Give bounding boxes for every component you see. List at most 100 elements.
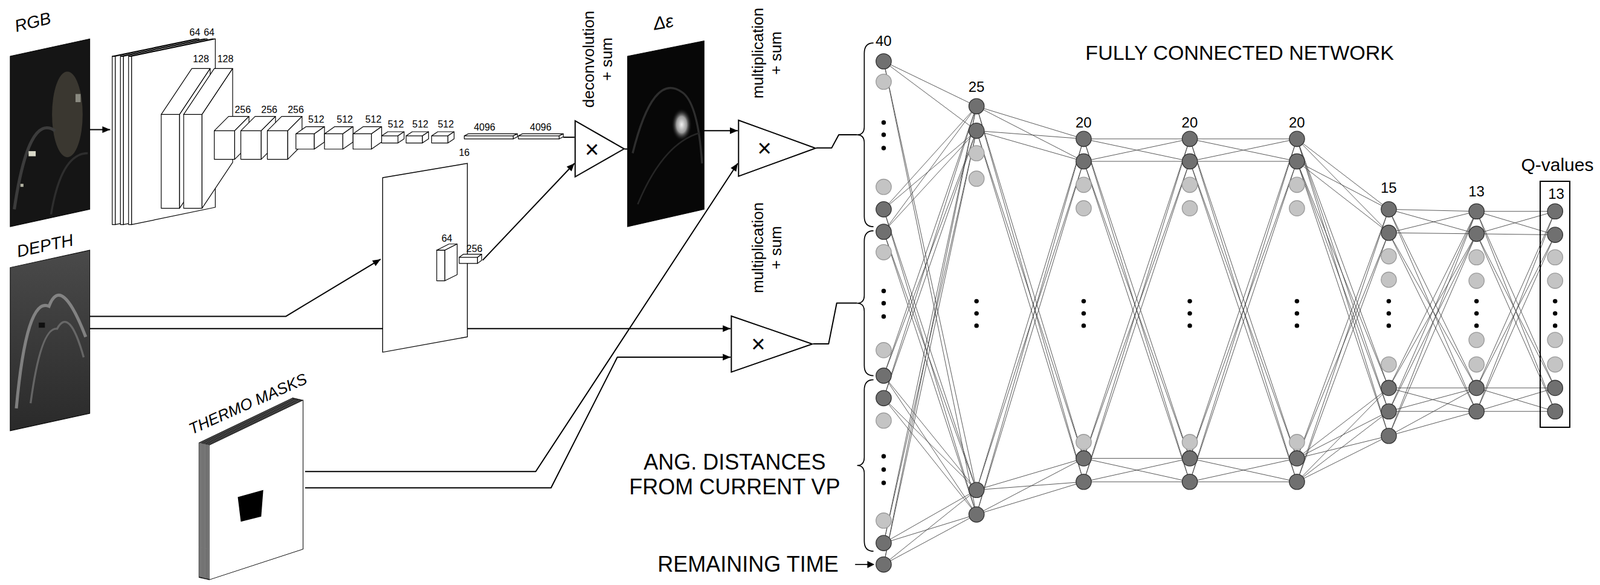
rgb-light: [28, 151, 36, 156]
fc-link: [1083, 138, 1190, 459]
deconvolution-node: deconvolution + sum×: [574, 120, 625, 178]
layer-front: [112, 56, 116, 225]
ellipsis-dot: [881, 467, 886, 472]
layer-front: [214, 130, 236, 159]
triangle-shape: [738, 120, 816, 177]
layer-front: [381, 135, 399, 144]
layer-front: [120, 56, 124, 225]
q-values-box: Q-values13: [1539, 180, 1571, 428]
fc-link: [883, 130, 977, 376]
faded-neuron: [1468, 332, 1484, 348]
neuron: [1381, 225, 1397, 241]
layer-size: 512: [308, 114, 325, 126]
faded-neuron: [1547, 273, 1563, 289]
neuron: [968, 506, 984, 523]
fc-link: [1476, 211, 1556, 388]
fc-link: [1388, 387, 1477, 412]
fc-link: [1189, 160, 1297, 162]
fc-link: [1083, 138, 1190, 162]
ellipsis-dot: [881, 480, 886, 485]
fc-link: [1476, 233, 1556, 236]
fc-link: [976, 130, 1084, 459]
rgb-image: RGB: [10, 38, 91, 227]
connector: [482, 163, 575, 260]
triangle-shape: [731, 316, 813, 373]
fc-link: [1388, 211, 1477, 412]
fc-link: [1476, 387, 1556, 412]
operator-symbol: ×: [584, 135, 599, 164]
layer-front: [324, 133, 343, 149]
fc-link: [1388, 232, 1477, 412]
layer-front: [518, 135, 560, 139]
fc-link: [1476, 211, 1556, 412]
ellipsis-dot: [1474, 299, 1479, 304]
faded-neuron: [1381, 271, 1397, 288]
fc-link: [1189, 458, 1297, 482]
layer-side: [314, 126, 325, 150]
fc-link: [883, 61, 977, 106]
neuron: [876, 201, 892, 217]
layer-size: 20: [1288, 114, 1306, 132]
fc-link: [976, 138, 1084, 491]
fc-link: [1476, 211, 1556, 234]
faded-neuron: [1381, 248, 1397, 264]
fc-link: [1083, 481, 1190, 483]
fc-link: [1083, 138, 1190, 139]
layer-size: 64: [189, 27, 201, 39]
neuron: [876, 535, 892, 551]
neuron: [1468, 380, 1484, 396]
layer-front: [296, 133, 315, 149]
image-title: THERMO MASKS: [186, 369, 310, 439]
multiplication-node: multiplication + sum×: [730, 315, 814, 373]
depth-arch: [16, 294, 86, 408]
fc-link: [883, 61, 977, 515]
conv-layer: [518, 133, 564, 139]
layer-size: 256: [466, 243, 483, 255]
layer-side: [422, 131, 429, 144]
layer-front: [241, 130, 262, 159]
faded-neuron: [1547, 332, 1563, 348]
layer-size: 20: [1181, 114, 1199, 132]
fc-link: [1296, 387, 1389, 482]
fc-link: [1476, 235, 1556, 412]
layer-side: [398, 131, 405, 144]
neuron: [1289, 153, 1305, 169]
connector: [816, 134, 858, 149]
fc-link: [1083, 161, 1190, 482]
conv-layer: [436, 244, 458, 281]
neuron: [1076, 450, 1092, 466]
arrow-head: [722, 325, 731, 332]
ellipsis-dot: [974, 299, 979, 304]
fc-link: [1189, 138, 1297, 482]
depth-object: [38, 322, 45, 328]
rgb-photo-detail: [14, 71, 89, 214]
neuron: [876, 224, 892, 240]
arrow-head: [722, 354, 731, 361]
multiplication-node: multiplication + sum×: [737, 119, 817, 178]
fc-link: [1296, 161, 1389, 388]
fc-link: [976, 106, 1084, 459]
layer-front: [459, 257, 478, 264]
fc-links: [883, 61, 1555, 565]
fc-link: [1189, 161, 1297, 482]
ellipsis-dot: [1187, 311, 1192, 316]
fc-link: [883, 232, 977, 491]
fc-link: [883, 490, 977, 544]
operation-label: multiplication + sum: [749, 202, 786, 294]
fc-link: [883, 61, 977, 490]
rgb-vault: [14, 127, 56, 210]
ellipsis-dot: [974, 311, 979, 316]
delta-map: [627, 41, 705, 227]
fc-link: [1189, 138, 1297, 139]
triangle-outline: [574, 120, 625, 178]
layer-front: [464, 135, 513, 139]
connector: [813, 303, 858, 345]
layer-size: 128: [217, 53, 234, 65]
faded-neuron: [1468, 273, 1484, 289]
ellipsis-dot: [1552, 299, 1558, 304]
fc-link: [1083, 458, 1190, 482]
fc-link: [1476, 410, 1556, 412]
faded-neuron: [1547, 249, 1563, 265]
faded-neuron: [1289, 177, 1305, 193]
